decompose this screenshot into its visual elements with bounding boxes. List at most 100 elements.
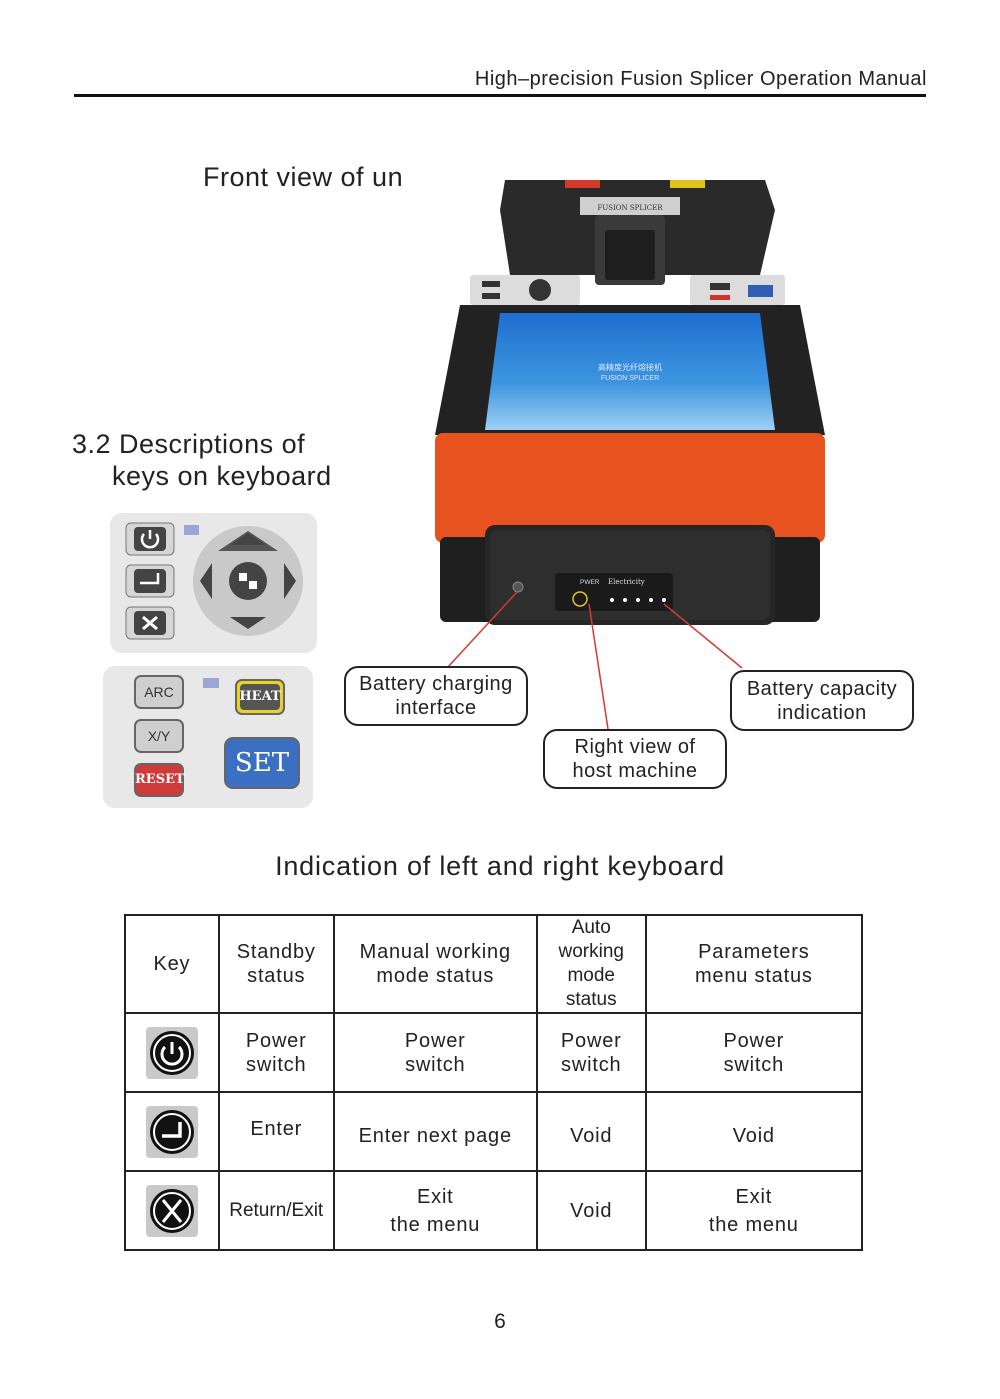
table-cell: Power switch: [217, 1012, 335, 1093]
arc-key-label: ARC: [144, 684, 174, 700]
section-title-line-1: 3.2 Descriptions of: [72, 429, 306, 459]
power-led-button: [572, 591, 588, 607]
table-cell: Exit the menu: [332, 1170, 538, 1251]
set-key-label: SET: [234, 748, 290, 778]
table-cell: Power switch: [644, 1012, 864, 1093]
table-cell: Enter next page: [332, 1091, 538, 1172]
callout-battery-charging: Battery charging interface: [344, 666, 528, 726]
cell-text: Exit the menu: [390, 1185, 481, 1236]
charging-leader: [446, 591, 518, 669]
callout-line-2: indication: [777, 701, 867, 724]
table-cell: Return/Exit: [217, 1170, 335, 1251]
reset-key-label: RESET: [135, 772, 185, 787]
callout-lines: [446, 591, 743, 730]
callout-battery-capacity: Battery capacity indication: [730, 670, 914, 731]
cell-text: Return/Exit: [229, 1199, 324, 1221]
table-cell: Power switch: [535, 1012, 647, 1093]
header-standby-text: Standby status: [236, 941, 316, 987]
table-row: Return/Exit Exit the menu Void Exit the …: [124, 1170, 864, 1251]
cell-text: Enter next page: [358, 1125, 512, 1147]
header-parameters-text: Parameters menu status: [694, 941, 813, 987]
header-auto-text: Auto working mode status: [558, 917, 624, 1010]
header-parameters: Parameters menu status: [644, 914, 864, 1014]
power-key: [125, 522, 175, 556]
cell-text: Void: [570, 1125, 613, 1147]
key-cell: [124, 1170, 220, 1251]
manual-header: High–precision Fusion Splicer Operation …: [474, 68, 927, 90]
power-icon: [140, 533, 160, 549]
orange-body: [435, 433, 825, 543]
enter-key: [125, 564, 175, 598]
callout-line-1: Battery capacity: [746, 677, 898, 700]
section-title: 3.2 Descriptions of keys on keyboard: [72, 428, 332, 492]
brand-plate: [580, 197, 680, 215]
charging-port: [512, 581, 524, 593]
pwer-label: PWER: [580, 579, 600, 586]
callout-right-view: Right view of host machine: [543, 729, 727, 789]
cell-text: Void: [732, 1125, 775, 1147]
right-keypad-base: [103, 666, 313, 808]
xy-key-label: X/Y: [147, 728, 171, 744]
top-red-marker: [565, 180, 600, 188]
screen-text-en: FUSION SPLICER: [601, 375, 659, 382]
section-title-line-2: keys on keyboard: [112, 461, 332, 491]
page-number: 6: [494, 1310, 506, 1333]
cell-text: Exit the menu: [708, 1185, 799, 1236]
table-row: Enter Enter next page Void Void: [124, 1091, 864, 1172]
key-cell: [124, 1091, 220, 1172]
status-panel: [555, 573, 673, 611]
table-cell: Void: [644, 1091, 864, 1172]
indicator-light: [203, 678, 219, 688]
close-icon: [142, 615, 158, 631]
arrow-pad-icon: [193, 526, 303, 636]
table-cell: Power switch: [332, 1012, 538, 1093]
cell-text: Void: [570, 1199, 613, 1222]
cell-text: Power switch: [560, 1029, 622, 1076]
callout-line-2: host machine: [572, 760, 698, 782]
header-key: Key: [124, 914, 220, 1014]
key-description-table: Key Standby status Manual working mode s…: [124, 914, 864, 1251]
brand-label: FUSION SPLICER: [597, 204, 663, 212]
front-view-title: Front view of un: [203, 162, 404, 192]
table-cell: Exit the menu: [644, 1170, 864, 1251]
table-header-row: Key Standby status Manual working mode s…: [124, 914, 864, 1014]
battery-led: [649, 598, 653, 602]
battery-led: [662, 598, 666, 602]
cell-text: Power switch: [723, 1029, 785, 1076]
cell-text: Power switch: [404, 1029, 466, 1076]
table-row: Power switch Power switch Power switch P…: [124, 1012, 864, 1093]
indicator-light: [184, 525, 199, 535]
header-manual: Manual working mode status: [332, 914, 538, 1014]
header-key-text: Key: [153, 953, 191, 975]
battery-led: [623, 598, 627, 602]
left-keypad: [110, 513, 317, 653]
battery-led: [610, 598, 614, 602]
screen-text-cn: 高精度光纤熔接机: [598, 362, 662, 372]
cell-text: Power switch: [245, 1029, 307, 1076]
close-key: [125, 606, 175, 640]
header-manual-text: Manual working mode status: [359, 941, 511, 987]
indication-title: Indication of left and right keyboard: [275, 851, 725, 881]
top-yellow-marker: [670, 180, 705, 188]
capacity-leader: [663, 603, 743, 669]
enter-icon: [140, 573, 160, 585]
power-icon: [145, 1026, 198, 1079]
header-rule: [74, 94, 926, 97]
fusion-splicer-illustration: FUSION SPLICER 高精度光纤熔接机 FUSION SPLICER P…: [435, 180, 825, 625]
battery-led: [636, 598, 640, 602]
close-icon: [145, 1184, 198, 1237]
table-cell: Void: [535, 1170, 647, 1251]
key-cell: [124, 1012, 220, 1093]
callout-line-1: Right view of: [574, 736, 696, 758]
header-auto: Auto working mode status: [535, 914, 647, 1014]
right-keypad: ARC X/Y RESET HEAT SET: [103, 666, 313, 808]
device-screen: [485, 313, 775, 430]
table-cell: Enter: [217, 1091, 335, 1172]
heat-key-label: HEAT: [239, 689, 281, 704]
callout-line-1: Battery charging: [359, 673, 513, 695]
electricity-label: Electricity: [608, 578, 645, 586]
table-cell: Void: [535, 1091, 647, 1172]
callout-line-2: interface: [395, 697, 477, 719]
enter-icon: [145, 1105, 198, 1158]
header-standby: Standby status: [217, 914, 335, 1014]
